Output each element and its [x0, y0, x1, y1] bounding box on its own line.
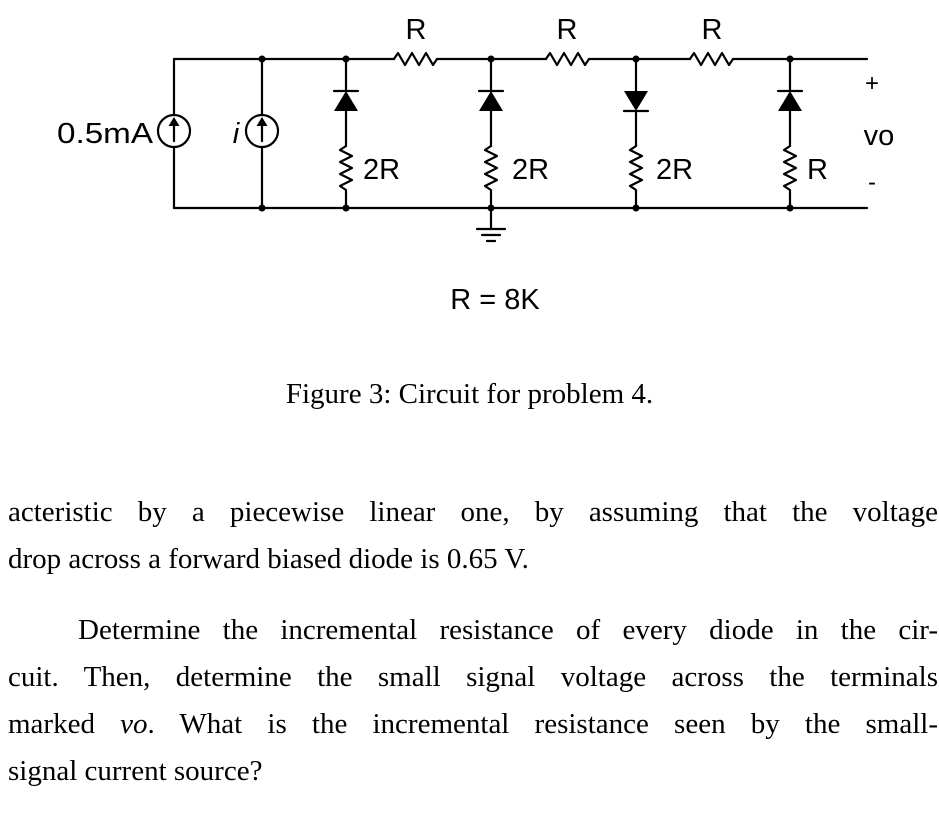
- paragraph-1: acteristic by a piecewise linear one, by…: [8, 489, 938, 583]
- junction-dot: [258, 55, 266, 63]
- branch4-diode-icon: [778, 91, 802, 111]
- math-vo: vo: [120, 708, 148, 740]
- junction-dot: [258, 204, 266, 212]
- branch2-diode-icon: [479, 91, 503, 111]
- figure-caption: Figure 3: Circuit for problem 4.: [285, 378, 654, 410]
- paragraph-1-line-1: acteristic by a piecewise linear one, by…: [8, 496, 938, 528]
- resistor-r1: [392, 51, 439, 67]
- junction-dot: [632, 55, 640, 63]
- paragraph-2-line-3-end: . What is the incremental resistance see…: [147, 708, 938, 740]
- source-signal-arrowhead-icon: [256, 117, 268, 126]
- junction-dot: [786, 204, 794, 212]
- circuit-diagram: R R R 0.5mA i 2R 2R 2R R + vo - R = 8K: [57, 14, 895, 316]
- junction-dot: [342, 55, 350, 63]
- paragraph-1-line-2: drop across a forward biased diode is 0.…: [8, 543, 529, 575]
- branch1-resistor: [338, 144, 354, 210]
- paragraph-2: Determine the incremental resistance of …: [8, 607, 938, 795]
- paragraph-2-line-1: Determine the incremental resistance of …: [78, 614, 938, 646]
- source-fixed-label: 0.5mA: [57, 118, 154, 150]
- series-resistor-label-3: R: [702, 14, 723, 46]
- output-plus-label: +: [865, 70, 879, 97]
- shunt-resistor-label-1: 2R: [363, 154, 400, 186]
- paragraph-2-line-3: marked vo. What is the incremental resis…: [8, 701, 938, 748]
- ground-icon: [475, 227, 507, 243]
- resistor-r2: [544, 51, 591, 67]
- output-label: vo: [864, 120, 895, 152]
- junction-dot: [487, 204, 495, 212]
- paragraph-2-line-4: signal current source?: [8, 755, 263, 787]
- branch3-resistor: [628, 144, 644, 210]
- junction-dot: [632, 204, 640, 212]
- output-minus-label: -: [868, 169, 876, 196]
- paragraph-2-line-2: cuit. Then, determine the small signal v…: [8, 661, 938, 693]
- junction-dot: [342, 204, 350, 212]
- branch4-resistor: [782, 144, 798, 210]
- junction-dot: [487, 55, 495, 63]
- paragraph-2-line-3-start: marked: [8, 708, 121, 740]
- value-note: R = 8K: [450, 284, 540, 316]
- resistor-r3: [688, 51, 735, 67]
- shunt-resistor-label-3: 2R: [656, 154, 693, 186]
- shunt-resistor-label-2: 2R: [512, 154, 549, 186]
- series-resistor-label-1: R: [406, 14, 427, 46]
- source-signal-label: i: [233, 118, 241, 150]
- junction-dot: [786, 55, 794, 63]
- series-resistor-label-2: R: [557, 14, 578, 46]
- branch2-resistor: [483, 144, 499, 210]
- branch3-diode-icon: [624, 91, 648, 111]
- shunt-resistor-label-4: R: [807, 154, 828, 186]
- source-fixed-arrowhead-icon: [168, 117, 180, 126]
- branch1-diode-icon: [334, 91, 358, 111]
